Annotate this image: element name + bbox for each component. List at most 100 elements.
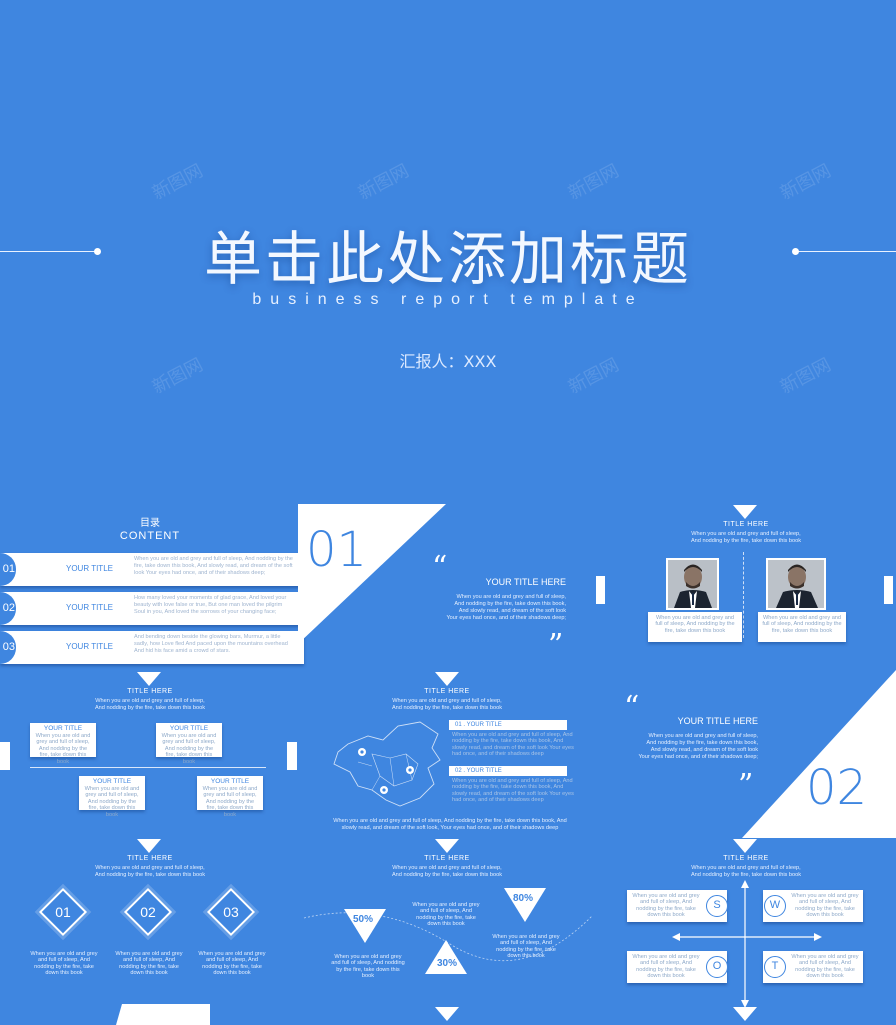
section1-line: And nodding by the fire, take down this … [454,601,566,607]
section1-line: And slowly read, and dream of the soft l… [458,608,566,614]
watermark: 新图网 [564,160,623,205]
section2-quote-close: ” [738,768,754,803]
tree-arrow [137,672,161,686]
map-item-text: When you are old and grey and full of sl… [452,778,574,804]
section1-title: YOUR TITLE HERE [485,577,566,587]
person-photo [768,560,824,608]
tree-card-title: YOUR TITLE [43,725,83,732]
section1-line: When you are old and grey and full of sl… [456,594,566,600]
swot-axes [672,880,822,1008]
toc-heading-en: CONTENT [119,530,181,542]
triangles-sub: When you are old and grey and full of sl… [392,865,502,871]
map-bottom-text: When you are old and grey and full of sl… [333,818,567,824]
map-bottom-text: slowly read, and dream of the soft look,… [341,825,559,831]
tree-card-3: YOUR TITLE When you are old and grey and… [79,776,145,818]
diamonds-sub: When you are old and grey and full of sl… [95,865,205,871]
tree-card-2: YOUR TITLE When you are old and grey and… [156,723,222,765]
section2-line: And nodding by the fire, take down this … [646,740,758,746]
section2-number: 02 [806,760,868,816]
diamond-label: 02 [140,904,156,920]
tree-card-4: YOUR TITLE When you are old and grey and… [197,776,263,818]
swot-text: When you are old and grey and full of sl… [791,893,859,919]
triangle-text: When you are old and grey and full of sl… [492,934,560,960]
tree-connector [30,767,266,768]
triangle-80 [504,888,546,922]
tree-card-text: When you are old and grey and full of sl… [161,733,217,765]
triangle-30 [425,940,467,974]
diamond-text: When you are old and grey and full of sl… [115,951,183,977]
watermark: 新图网 [354,160,413,205]
diamond-label: 01 [55,904,71,920]
tree-card-title: YOUR TITLE [210,778,250,785]
section1-white-shape [298,504,446,644]
section1-quote-open: “ [432,550,448,585]
people-divider [743,552,744,638]
section1-line: Your eyes had once, and of their shadows… [446,615,566,621]
toc-num: 01 [0,553,16,586]
hero-reporter: 汇报人：XXX [399,352,497,371]
people-arrow [733,505,757,519]
tree-card-text: When you are old and grey and full of sl… [84,786,140,818]
toc-label: YOUR TITLE [66,603,113,612]
toc-text: How many loved your moments of glad grac… [134,595,287,616]
section2-line: Your eyes had once, and of their shadows… [638,754,758,760]
person-photo-frame [666,558,719,610]
triangle-pct: 80% [513,893,534,904]
tree-sub: When you are old and grey and full of sl… [95,698,205,704]
triangle-pct: 50% [353,914,374,925]
toc-label: YOUR TITLE [66,642,113,651]
person-card-text: When you are old and grey and full of sl… [655,615,735,634]
map-item-1: 01 . YOUR TITLE [449,720,567,730]
map-sub: When you are old and grey and full of sl… [392,698,502,704]
triangles-arrow [435,839,459,853]
slide-edge-marker [0,742,10,770]
china-map [333,721,441,807]
toc-num: 03 [0,631,16,664]
hero-dot-left [94,248,101,255]
section2-line: When you are old and grey and full of sl… [648,733,758,739]
swot-letter-w: W [764,895,786,917]
toc-row-3[interactable]: 03 YOUR TITLE And bending down beside th… [0,631,304,664]
tree-card-text: When you are old and grey and full of sl… [202,786,258,818]
triangle-text: When you are old and grey and full of sl… [412,902,480,928]
watermark: 新图网 [776,160,835,205]
swot-letter-t: T [764,956,786,978]
triangle-pct: 30% [437,958,458,969]
next-slide-arrow [733,1007,757,1021]
section1-number: 01 [306,522,368,578]
section2-white-shape [742,670,896,838]
tree-card-text: When you are old and grey and full of sl… [35,733,91,765]
swot-text: When you are old and grey and full of sl… [632,893,700,919]
toc-row-2[interactable]: 02 YOUR TITLE How many loved your moment… [0,592,304,625]
diamond-text: When you are old and grey and full of sl… [30,951,98,977]
swot-letter-s: S [706,895,728,917]
toc-text: And bending down beside the glowing bars… [134,634,288,655]
map-item-2: 02 . YOUR TITLE [449,766,567,776]
triangles-title: TITLE HERE [424,855,470,862]
person-card-text: When you are old and grey and full of sl… [762,615,842,634]
diamond-text: When you are old and grey and full of sl… [198,951,266,977]
diamond-label: 03 [223,904,239,920]
person-photo-frame [766,558,826,610]
next-slide-shape [116,1004,210,1025]
slide-edge-marker [596,576,605,604]
people-sub: And nodding by the fire, take down this … [690,538,802,544]
map-item-text: When you are old and grey and full of sl… [452,732,574,758]
tree-title: TITLE HERE [127,688,173,695]
triangles-sub: And nodding by the fire, take down this … [391,872,503,878]
person-card-2: When you are old and grey and full of sl… [758,612,846,642]
person-card-1: When you are old and grey and full of sl… [648,612,742,642]
tree-sub: And nodding by the fire, take down this … [94,705,206,711]
swot-sub: When you are old and grey and full of sl… [691,865,801,871]
tree-card-title: YOUR TITLE [92,778,132,785]
section2-title: YOUR TITLE HERE [677,716,758,726]
toc-text: When you are old and grey and full of sl… [134,556,293,577]
people-title: TITLE HERE [723,521,769,528]
swot-letter-o: O [706,956,728,978]
tree-card-title: YOUR TITLE [169,725,209,732]
section2-quote-open: “ [624,690,640,725]
toc-row-1[interactable]: 01 YOUR TITLE When you are old and grey … [0,553,304,586]
triangle-text: When you are old and grey and full of sl… [331,954,405,980]
map-title: TITLE HERE [424,688,470,695]
hero-line-left [0,251,96,252]
